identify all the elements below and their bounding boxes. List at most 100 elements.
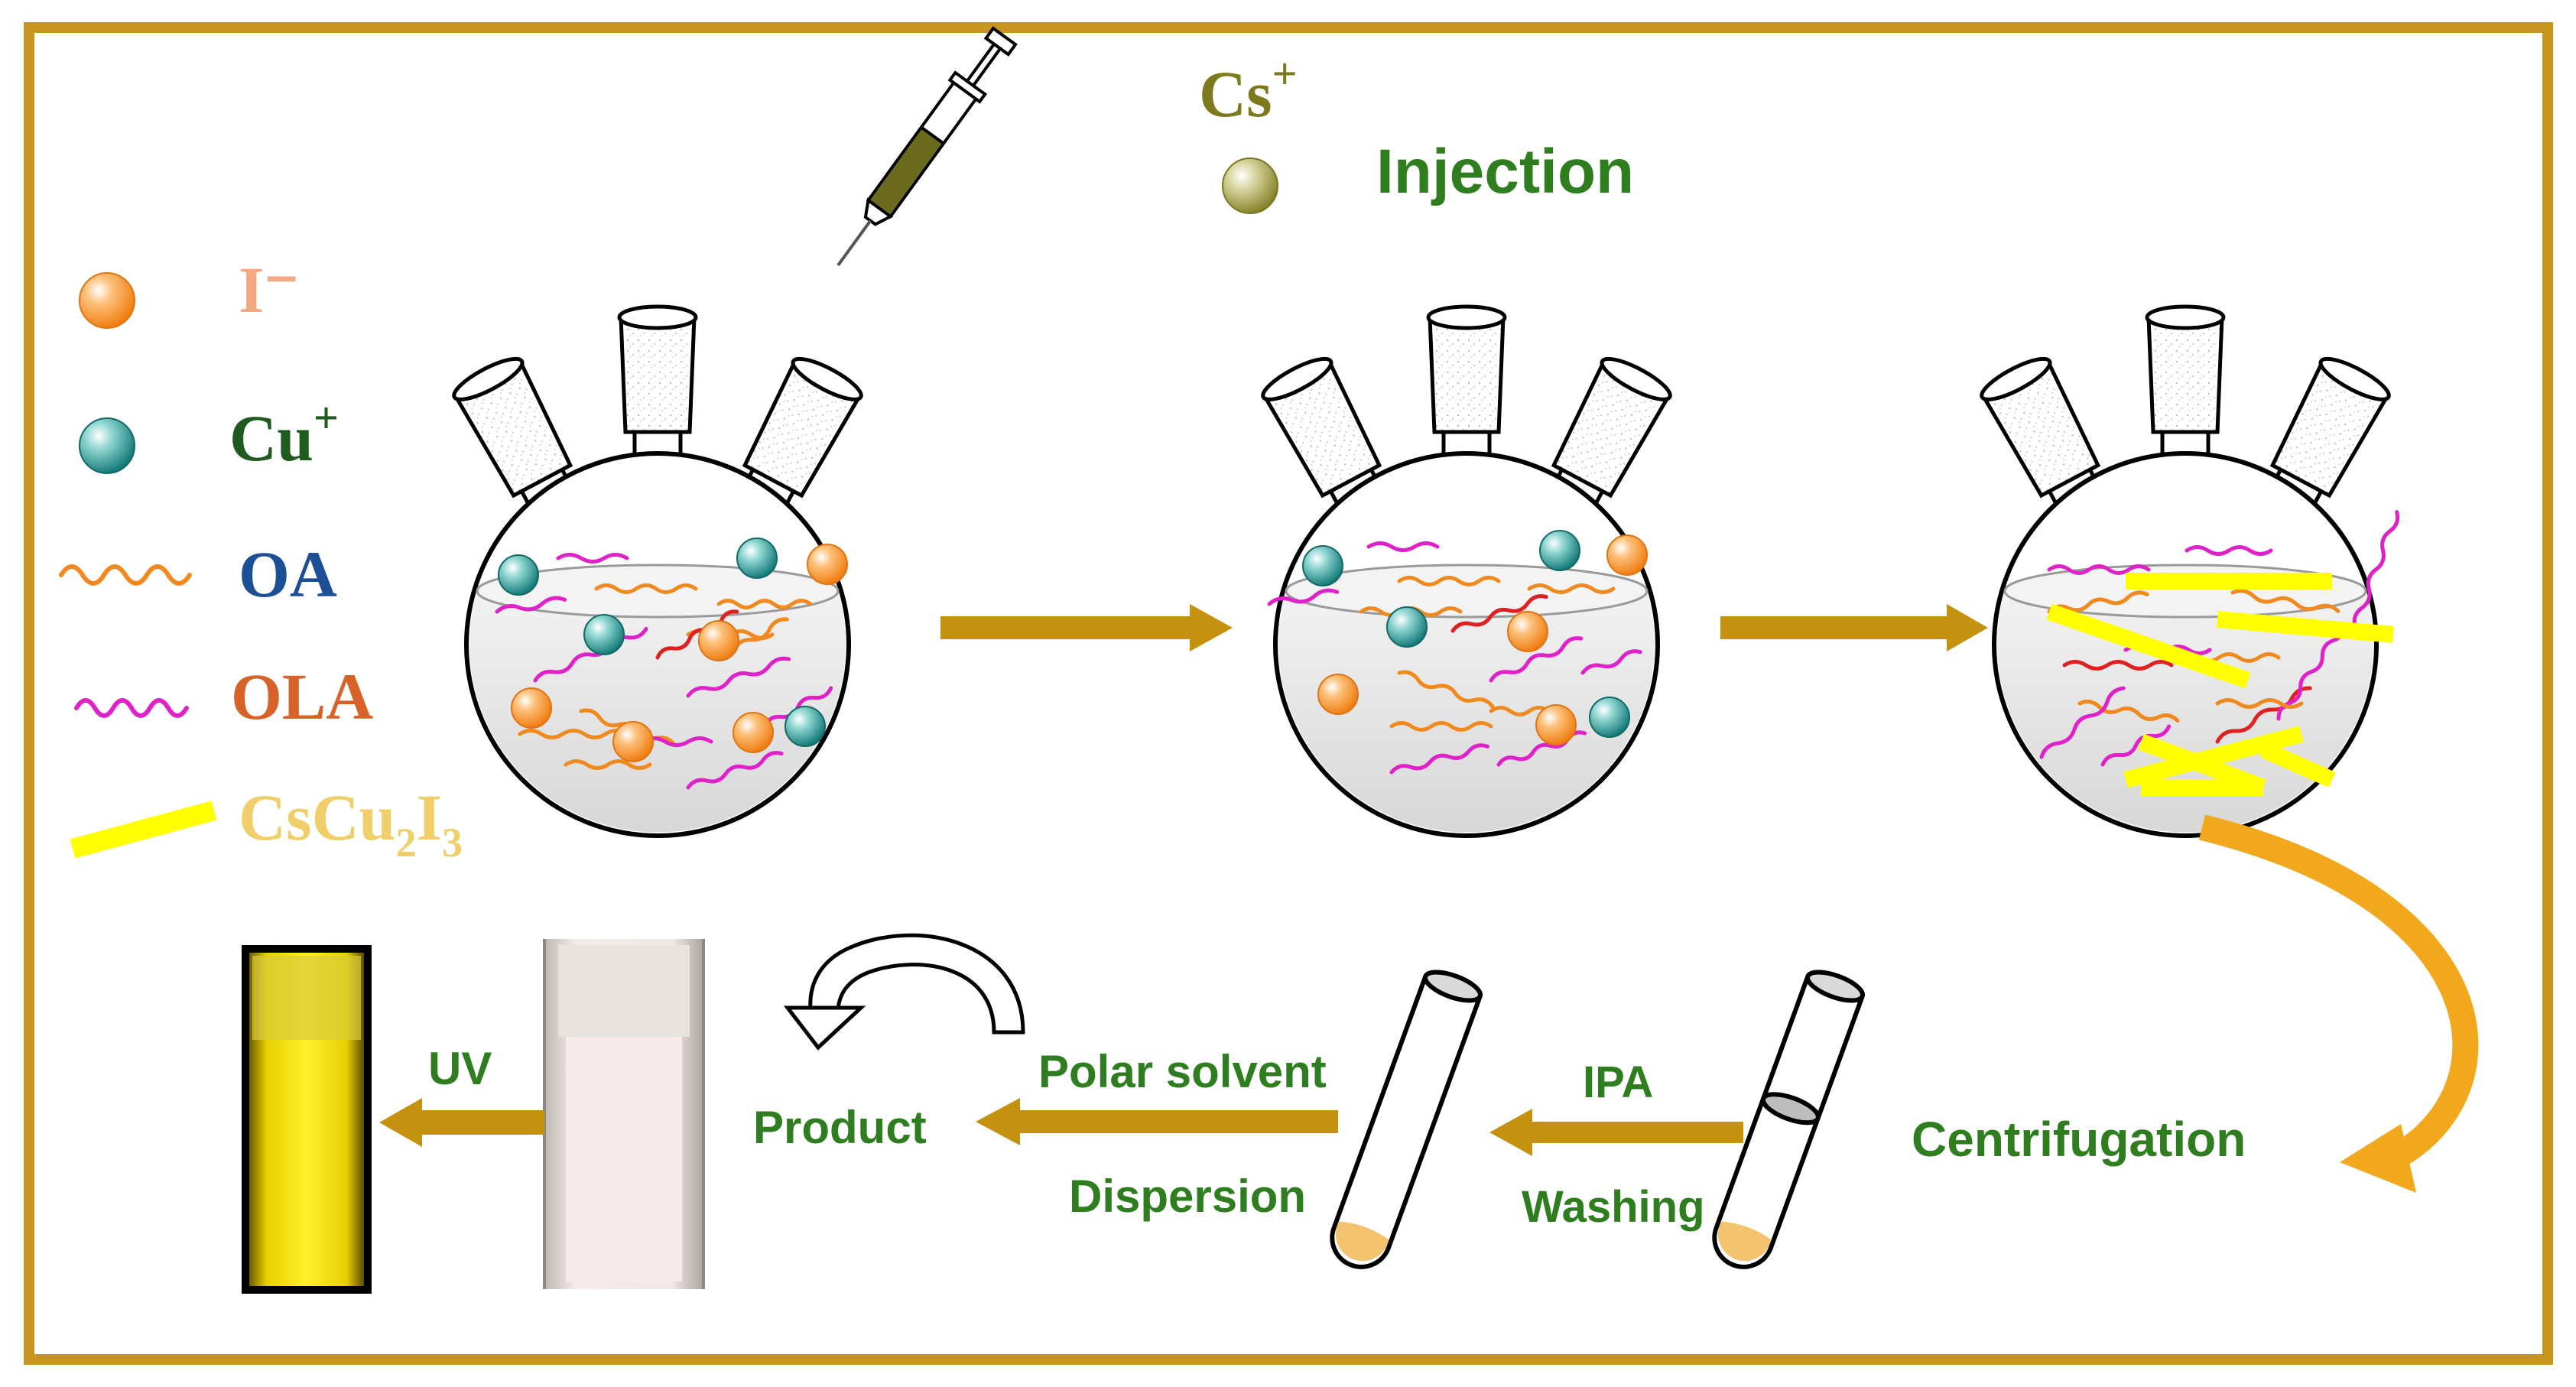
oa-chain [2215,698,2304,709]
ola-chain [2276,622,2347,721]
injection-label: Injection [1376,137,1634,206]
uv-label: UV [428,1043,492,1094]
iodide-sphere [1535,704,1577,745]
ola-legend-chain [74,698,189,718]
nanowire-legend-bar [70,801,217,859]
copper-sphere [784,706,826,747]
ola-chain [2352,510,2400,629]
cs-ion-text: Cs [1199,57,1272,131]
copper-sphere [736,538,778,579]
product-label: Product [753,1102,927,1153]
iodide-sphere [698,620,739,661]
iodide-legend-label: I⁻ [239,253,299,326]
iodide-legend-sphere [79,272,135,329]
arrow-uv [379,1098,544,1147]
arrow-washing [1489,1109,1743,1156]
flask-solution [1997,591,2373,833]
curved-arrowhead [2340,1124,2416,1193]
cs-ion-label: Cs+ [1199,49,1298,131]
arrow-flask2-to-flask3 [1720,604,1988,651]
cs-ion-sphere [1222,158,1278,214]
nanowire [2046,603,2251,689]
oa-chain [2047,590,2149,614]
oa-legend-chain [59,564,192,586]
flask-nanowires [1980,304,2400,838]
syringe-icon [836,26,1018,267]
flask-neck [1426,304,1507,486]
iodide-sphere [807,544,848,585]
polar-solvent-label: Polar solvent [1038,1046,1327,1097]
ola-chain [1580,649,1642,675]
diagram-frame [24,22,2553,1365]
oa-chain [2230,589,2340,613]
legend: I⁻ Cu+ OA OLA CsCu2I3 [59,253,463,866]
iodide-sphere [1317,674,1359,715]
ola-chain [1389,743,1490,775]
ola-chain [556,553,629,564]
nanowire [2259,741,2336,788]
flask-neck-rim [1261,356,1333,401]
copper-legend-charge: + [313,393,339,443]
flask-injection [1261,304,1672,838]
cuvette-white-photo [543,939,705,1289]
iodide-sphere [1507,611,1548,652]
flask-neck [452,356,590,540]
reacting-chain [2062,660,2174,671]
oa-chain [732,617,789,652]
ola-chain [2047,564,2151,575]
dispersion-label: Dispersion [1069,1171,1306,1222]
flask-neck-rim [1426,304,1507,330]
cuvette-uv-photo [242,945,372,1294]
ola-chain [1267,588,1340,606]
flask-neck-rim [2318,356,2391,401]
ola-chain [1489,636,1584,683]
flask-neck-joint [619,315,697,434]
copper-sphere [1589,697,1630,738]
flask-neck-rim [617,304,698,330]
product-legend-i: I [417,781,442,854]
copper-legend-text: Cu [229,401,313,475]
flask-neck-rim [1980,356,2052,401]
copper-legend-label: Cu+ [229,393,339,475]
oa-chain [1389,721,1493,732]
flask-solution-surface [1285,564,1649,619]
ola-chain [640,736,713,747]
copper-sphere [1539,530,1580,571]
copper-legend-sphere [79,417,135,474]
test-tube-dispersion [1330,970,1483,1269]
oa-chain [716,599,813,609]
ola-chain [2100,724,2172,767]
iodide-sphere [1606,534,1648,576]
washing-label: Washing [1522,1182,1705,1232]
ola-chain [2039,686,2126,759]
oa-chain [1397,670,1495,709]
oa-chain [1527,583,1616,594]
oa-legend-label: OA [239,538,337,611]
flask-solution [469,591,846,833]
flask-neck-rim [791,356,863,401]
copper-sphere [583,614,625,655]
product-legend-sub1: 2 [396,820,417,866]
copper-sphere [1386,606,1428,648]
ola-chain [495,596,567,614]
flask-neck-rim [2145,304,2226,330]
reacting-chain [2215,686,2312,744]
oa-chain [2077,700,2180,723]
product-legend-label: CsCu2I3 [239,781,463,866]
test-tube-washing [1712,970,1866,1269]
iodide-sphere [733,712,774,753]
iodide-sphere [511,687,552,729]
oa-chain [1397,576,1501,586]
ola-legend-label: OLA [231,660,373,733]
oa-chain [594,583,698,594]
ola-chain [686,656,791,698]
flask-precursor [452,304,863,838]
nanowire [2123,726,2304,788]
reacting-chain [1450,594,1548,633]
curved-arrow-centrifugation [2198,814,2479,1174]
product-legend-cs: CsCu [239,781,396,854]
cs-ion-charge: + [1272,49,1298,99]
flask-neck [2145,304,2226,486]
centrifugation-label: Centrifugation [1912,1112,2246,1167]
